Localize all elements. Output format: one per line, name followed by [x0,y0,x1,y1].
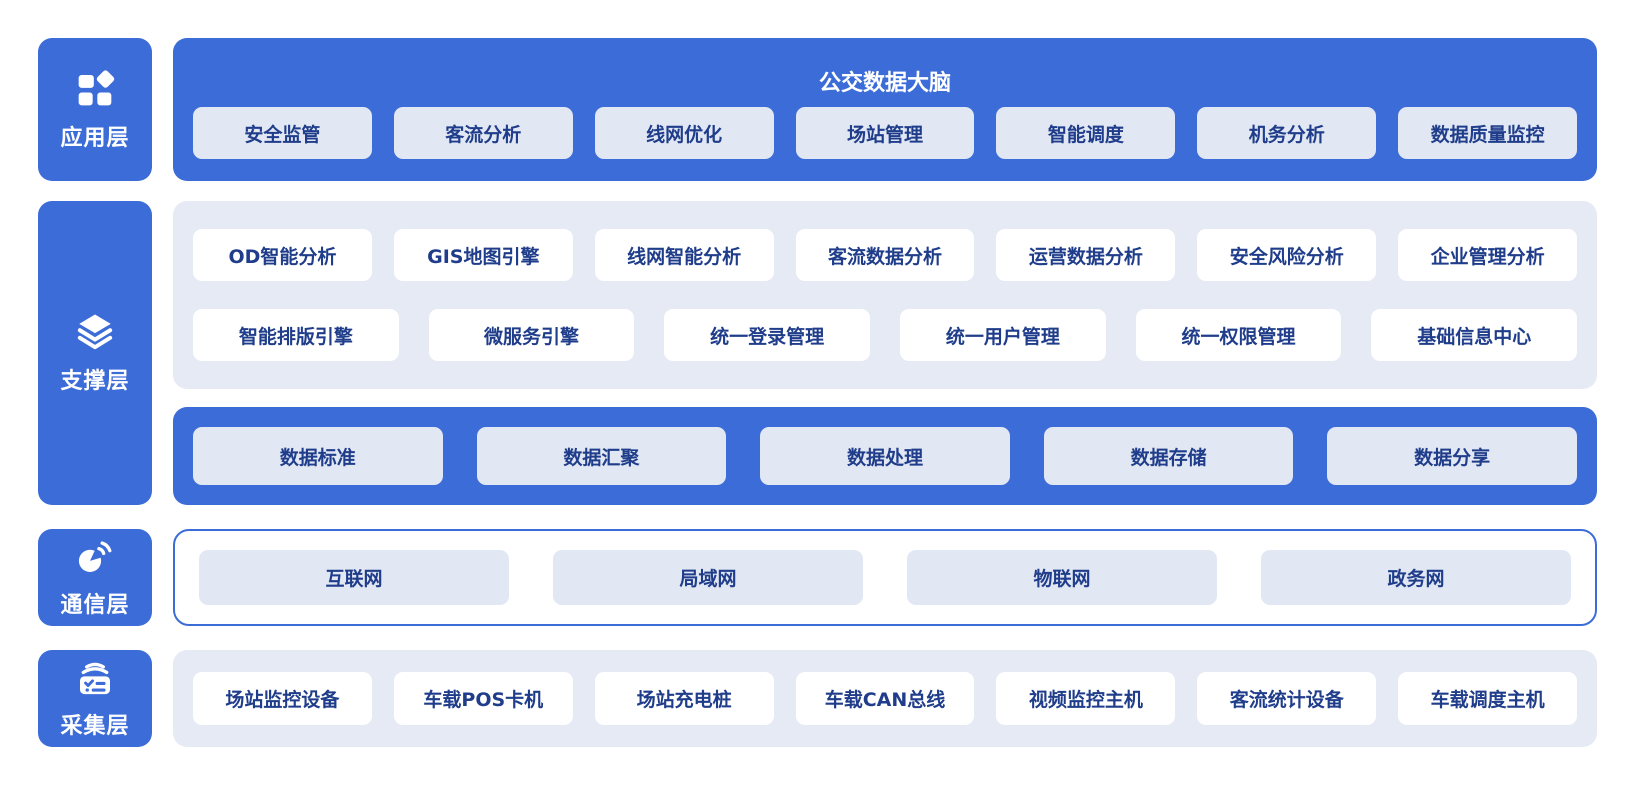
layers-icon [77,314,113,350]
support-chip: 统一权限管理 [1135,309,1342,361]
device-chip: 客流统计设备 [1197,672,1377,725]
network-chip-row: 互联网 局域网 物联网 政务网 [199,550,1571,605]
device-chip: 车载调度主机 [1398,672,1578,725]
app-chip: 智能调度 [996,107,1176,159]
layer-label-support: 支撑层 [60,369,130,394]
network-chip: 局域网 [553,550,863,605]
communication-layer-row: 通信层 互联网 局域网 物联网 政务网 [38,529,1597,626]
device-chip: 场站充电桩 [594,672,774,725]
device-chip: 车载POS卡机 [393,672,573,725]
support-chip: 线网智能分析 [594,229,774,281]
support-services-panel: OD智能分析 GIS地图引擎 线网智能分析 客流数据分析 运营数据分析 安全风险… [173,201,1597,389]
app-grid-icon [78,69,115,105]
support-chip: 统一登录管理 [664,309,871,361]
application-layer-row: 应用层 公交数据大脑 安全监管 客流分析 线网优化 场站管理 智能调度 机务分析… [38,38,1597,181]
layer-label-communication: 通信层 [60,592,130,618]
layer-tag-support: 支撑层 [38,201,152,505]
diagram-title: 公交数据大脑 [818,70,951,96]
collection-layer-row: 采集层 场站监控设备 车载POS卡机 场站充电桩 车载CAN总线 视频监控主机 … [38,650,1597,747]
network-chip: 政务网 [1261,550,1571,605]
app-chip: 安全监管 [193,107,372,159]
support-layer-row: 支撑层 OD智能分析 GIS地图引擎 线网智能分析 客流数据分析 运营数据分析 … [38,201,1597,505]
support-engine-row: OD智能分析 GIS地图引擎 线网智能分析 客流数据分析 运营数据分析 安全风险… [193,229,1578,281]
checklist-icon [80,662,110,694]
data-bar-row: 数据标准 数据汇聚 数据处理 数据存储 数据分享 [193,427,1577,485]
data-pipeline-bar: 数据标准 数据汇聚 数据处理 数据存储 数据分享 [173,407,1597,505]
support-chip: 企业管理分析 [1398,229,1578,281]
device-chip: 视频监控主机 [996,672,1176,725]
data-bar-chip: 数据存储 [1043,427,1294,485]
layer-label-collection: 采集层 [60,713,130,739]
layer-tag-application: 应用层 [38,38,152,181]
app-chip: 机务分析 [1197,107,1377,159]
device-chip: 车载CAN总线 [795,672,975,725]
network-chip: 互联网 [199,550,509,605]
support-chip: 统一用户管理 [900,309,1106,361]
support-chip: OD智能分析 [193,229,372,281]
layer-tag-communication: 通信层 [38,529,152,626]
data-bar-chip: 数据汇聚 [476,427,727,485]
network-chip: 物联网 [907,550,1217,605]
app-chip: 数据质量监控 [1398,107,1578,159]
app-layer-panel: 公交数据大脑 安全监管 客流分析 线网优化 场站管理 智能调度 机务分析 数据质… [173,38,1597,181]
satellite-icon [78,540,112,572]
app-chip: 线网优化 [594,107,774,159]
app-chip: 客流分析 [393,107,573,159]
devices-panel: 场站监控设备 车载POS卡机 场站充电桩 车载CAN总线 视频监控主机 客流统计… [173,650,1597,747]
networks-panel: 互联网 局域网 物联网 政务网 [173,529,1597,626]
support-chip: 客流数据分析 [795,229,975,281]
support-platform-row: 智能排版引擎 微服务引擎 统一登录管理 统一用户管理 统一权限管理 基础信息中心 [193,309,1578,361]
device-chip: 场站监控设备 [193,672,372,725]
app-chip: 场站管理 [795,107,975,159]
layer-tag-collection: 采集层 [38,650,152,747]
app-chip-row: 安全监管 客流分析 线网优化 场站管理 智能调度 机务分析 数据质量监控 [193,107,1578,159]
data-bar-chip: 数据标准 [193,427,443,485]
support-chip: 安全风险分析 [1197,229,1377,281]
support-chip: 微服务引擎 [428,309,635,361]
support-chip: 运营数据分析 [996,229,1176,281]
device-chip-row: 场站监控设备 车载POS卡机 场站充电桩 车载CAN总线 视频监控主机 客流统计… [193,672,1578,725]
data-bar-chip: 数据分享 [1327,427,1577,485]
support-chip: 智能排版引擎 [193,309,399,361]
data-bar-chip: 数据处理 [760,427,1010,485]
layer-label-application: 应用层 [60,125,130,151]
support-chip: 基础信息中心 [1371,309,1578,361]
support-chip: GIS地图引擎 [393,229,573,281]
